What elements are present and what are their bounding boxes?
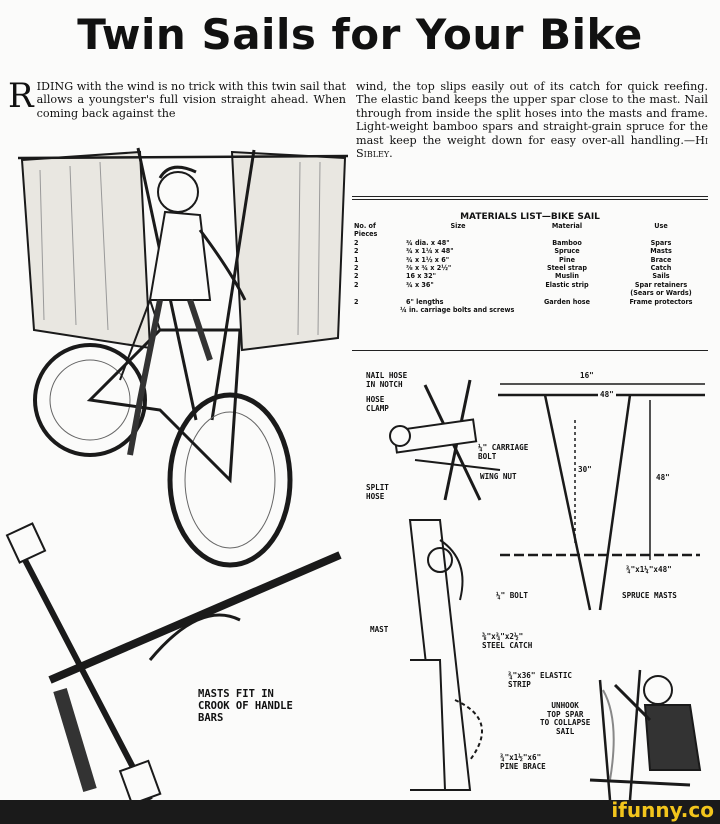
materials-cell-size: ¾ dia. x 48" bbox=[406, 237, 450, 247]
boy-collapsing-sail-illustration bbox=[589, 669, 702, 801]
bottom-bar bbox=[0, 800, 720, 824]
materials-row: 2 ¾ x 1¼ x 48" Spruce Masts bbox=[352, 246, 708, 256]
divider bbox=[352, 196, 708, 197]
materials-cell-use: Brace bbox=[650, 254, 672, 264]
materials-cell-material: Garden hose bbox=[543, 296, 590, 306]
materials-cell-pieces: 2 bbox=[354, 296, 359, 306]
label-elastic-strip: ¾"x36" ELASTIC STRIP bbox=[508, 671, 573, 689]
materials-row: (Sears or Wards) bbox=[352, 288, 708, 298]
materials-row: 2 6" lengths Garden hose Frame protectors bbox=[352, 296, 708, 306]
materials-cell-use: Spars bbox=[650, 237, 672, 247]
materials-cell-use: Spar retainers bbox=[634, 279, 688, 289]
materials-row: 1 ¾ x 1½ x 6" Pine Brace bbox=[352, 254, 708, 264]
dim-48-top: 48" bbox=[598, 390, 616, 400]
mast-catch-detail bbox=[408, 519, 483, 791]
header-size: Size bbox=[450, 221, 466, 230]
materials-cell-size: ¾ x 1¼ x 48" bbox=[406, 246, 454, 256]
materials-header-row: No. of Pieces Size Material Use bbox=[352, 221, 708, 239]
materials-cell-material: Steel strap bbox=[546, 263, 588, 273]
label-spruce-masts: SPRUCE MASTS bbox=[622, 591, 677, 600]
article-right-column: wind, the top slips easily out of its ca… bbox=[356, 80, 708, 160]
label-masts-fit: MASTS FIT IN CROOK OF HANDLE BARS bbox=[198, 688, 293, 724]
materials-cell-size: ¾ x 36" bbox=[406, 279, 434, 289]
materials-row: 2 16 x 32" Muslin Sails bbox=[352, 271, 708, 281]
label-hose-clamp: HOSE CLAMP bbox=[366, 395, 389, 413]
materials-cell-use: Catch bbox=[650, 263, 672, 273]
dim-30: 30" bbox=[578, 465, 592, 475]
handlebar-detail-illustration bbox=[5, 522, 342, 806]
materials-title: MATERIALS LIST—BIKE SAIL bbox=[460, 212, 600, 222]
materials-cell-material: Spruce bbox=[554, 246, 580, 256]
byline: Hi Sibley. bbox=[356, 133, 708, 161]
materials-cell-pieces: 2 bbox=[354, 263, 359, 273]
label-wing-nut: WING NUT bbox=[480, 472, 517, 481]
materials-cell-pieces: 2 bbox=[354, 237, 359, 247]
label-spruce-size: ¾"x1¼"x48" bbox=[626, 565, 672, 574]
label-carriage-bolt: ¼" CARRIAGE BOLT bbox=[478, 443, 529, 461]
label-unhook: UNHOOK TOP SPAR TO COLLAPSE SAIL bbox=[540, 701, 591, 736]
article-text-left: IDING with the wind is no trick with thi… bbox=[36, 80, 346, 120]
materials-row: 2 ⅜ x ¾ x 2½" Steel strap Catch bbox=[352, 263, 708, 273]
hose-clamp-detail bbox=[389, 379, 501, 501]
dim-16: 16" bbox=[580, 371, 594, 380]
materials-cell-use: Sails bbox=[652, 271, 670, 281]
article-text-right: wind, the top slips easily out of its ca… bbox=[356, 80, 708, 147]
page-title: Twin Sails for Your Bike bbox=[77, 10, 643, 59]
materials-cell-use: Frame protectors bbox=[629, 296, 693, 306]
materials-cell-pieces: 2 bbox=[354, 271, 359, 281]
materials-cell-material: Elastic strip bbox=[545, 279, 589, 289]
materials-cell-use: Masts bbox=[650, 246, 672, 256]
drop-cap: R bbox=[8, 76, 34, 116]
materials-cell-size: ⅜ x ¾ x 2½" bbox=[406, 263, 452, 273]
label-mast: MAST bbox=[370, 625, 389, 634]
materials-row: 2 ¾ dia. x 48" Bamboo Spars bbox=[352, 237, 708, 247]
divider bbox=[352, 350, 708, 351]
dim-48-side: 48" bbox=[656, 473, 670, 482]
materials-cell-size: ¾ x 1½ x 6" bbox=[406, 254, 450, 264]
header-use: Use bbox=[654, 221, 668, 230]
materials-cell-material: Pine bbox=[559, 254, 575, 264]
label-steel-catch: ⅜"x¾"x2½" STEEL CATCH bbox=[482, 632, 533, 650]
header-pieces: No. of Pieces bbox=[354, 221, 378, 239]
materials-row: 2 ¾ x 36" Elastic strip Spar retainers bbox=[352, 279, 708, 289]
header-material: Material bbox=[551, 221, 583, 230]
materials-cell-use: (Sears or Wards) bbox=[630, 288, 692, 298]
materials-table: No. of Pieces Size Material Use 2 ¾ dia. … bbox=[352, 221, 708, 315]
boy-on-bike-illustration bbox=[17, 147, 349, 568]
divider bbox=[352, 199, 708, 200]
materials-cell-pieces: 1 bbox=[354, 254, 359, 264]
label-pine-brace: ¾"x1½"x6" PINE BRACE bbox=[500, 753, 546, 771]
materials-cell-material: Muslin bbox=[555, 271, 579, 281]
watermark: ifunny.co bbox=[611, 798, 714, 822]
frame-dimension-diagram bbox=[498, 383, 705, 611]
label-split-hose: SPLIT HOSE bbox=[366, 483, 389, 501]
materials-footer: ¼ in. carriage bolts and screws bbox=[400, 305, 515, 315]
label-bolt: ¼" BOLT bbox=[496, 591, 529, 600]
materials-cell-material: Bamboo bbox=[552, 237, 582, 247]
materials-cell-size: 16 x 32" bbox=[406, 271, 437, 281]
materials-cell-pieces: 2 bbox=[354, 279, 359, 289]
label-nail-hose: NAIL HOSE IN NOTCH bbox=[366, 371, 408, 389]
materials-cell-size: 6" lengths bbox=[406, 296, 444, 306]
materials-cell-pieces: 2 bbox=[354, 246, 359, 256]
